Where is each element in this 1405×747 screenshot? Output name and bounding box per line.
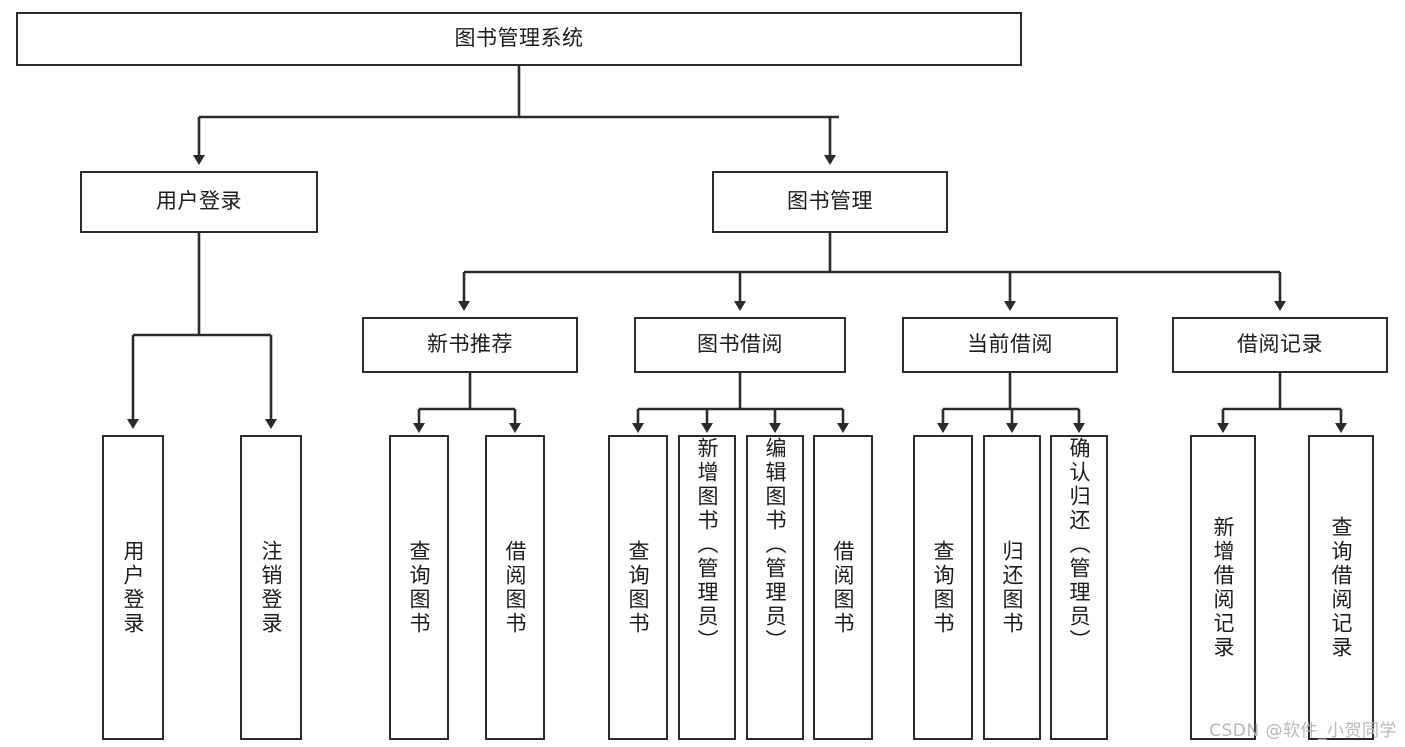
node-root-label: 图书管理系统 (454, 26, 584, 51)
node-user-login-label: 用户登录 (156, 189, 242, 214)
leaf-query-book-borrow[interactable]: 查询图书 (608, 435, 668, 740)
leaf-user-login[interactable]: 用户登录 (102, 435, 164, 740)
leaf-borrow-book-recommend[interactable]: 借阅图书 (485, 435, 545, 740)
node-book-management[interactable]: 图书管理 (712, 171, 948, 233)
leaf-return-book-label: 归还图书 (1000, 539, 1024, 636)
node-borrow-records-label: 借阅记录 (1237, 332, 1323, 357)
leaf-return-book[interactable]: 归还图书 (983, 435, 1041, 740)
leaf-add-borrow-record[interactable]: 新增借阅记录 (1190, 435, 1256, 740)
leaf-confirm-return-label: 确认归还（管理员） (1067, 437, 1091, 653)
leaf-query-borrow-record[interactable]: 查询借阅记录 (1308, 435, 1374, 740)
leaf-query-book-current[interactable]: 查询图书 (913, 435, 973, 740)
node-book-borrow-label: 图书借阅 (697, 332, 783, 357)
leaf-edit-book-label: 编辑图书（管理员） (763, 437, 787, 653)
leaf-query-borrow-record-label: 查询借阅记录 (1329, 515, 1353, 660)
node-root[interactable]: 图书管理系统 (16, 12, 1022, 66)
node-book-borrow[interactable]: 图书借阅 (634, 317, 846, 373)
node-borrow-records[interactable]: 借阅记录 (1172, 317, 1388, 373)
leaf-add-book-label: 新增图书（管理员） (695, 437, 719, 653)
leaf-query-book-recommend[interactable]: 查询图书 (389, 435, 449, 740)
node-new-book-recommend[interactable]: 新书推荐 (362, 317, 578, 373)
leaf-borrow-book-label: 借阅图书 (831, 539, 855, 636)
leaf-query-book-borrow-label: 查询图书 (626, 539, 650, 636)
leaf-query-book-recommend-label: 查询图书 (407, 539, 431, 636)
node-book-management-label: 图书管理 (787, 189, 873, 214)
node-user-login[interactable]: 用户登录 (80, 171, 318, 233)
csdn-watermark: CSDN @软件_小贺同学 (1209, 721, 1397, 741)
leaf-add-borrow-record-label: 新增借阅记录 (1211, 515, 1235, 660)
leaf-borrow-book-recommend-label: 借阅图书 (503, 539, 527, 636)
leaf-add-book[interactable]: 新增图书（管理员） (678, 435, 736, 740)
leaf-user-login-label: 用户登录 (121, 539, 145, 636)
leaf-edit-book[interactable]: 编辑图书（管理员） (746, 435, 804, 740)
leaf-confirm-return[interactable]: 确认归还（管理员） (1050, 435, 1108, 740)
leaf-borrow-book[interactable]: 借阅图书 (813, 435, 873, 740)
leaf-query-book-current-label: 查询图书 (931, 539, 955, 636)
node-current-borrow-label: 当前借阅 (967, 332, 1053, 357)
node-current-borrow[interactable]: 当前借阅 (902, 317, 1118, 373)
node-new-book-recommend-label: 新书推荐 (427, 332, 513, 357)
leaf-logout[interactable]: 注销登录 (240, 435, 302, 740)
leaf-logout-label: 注销登录 (259, 539, 283, 636)
